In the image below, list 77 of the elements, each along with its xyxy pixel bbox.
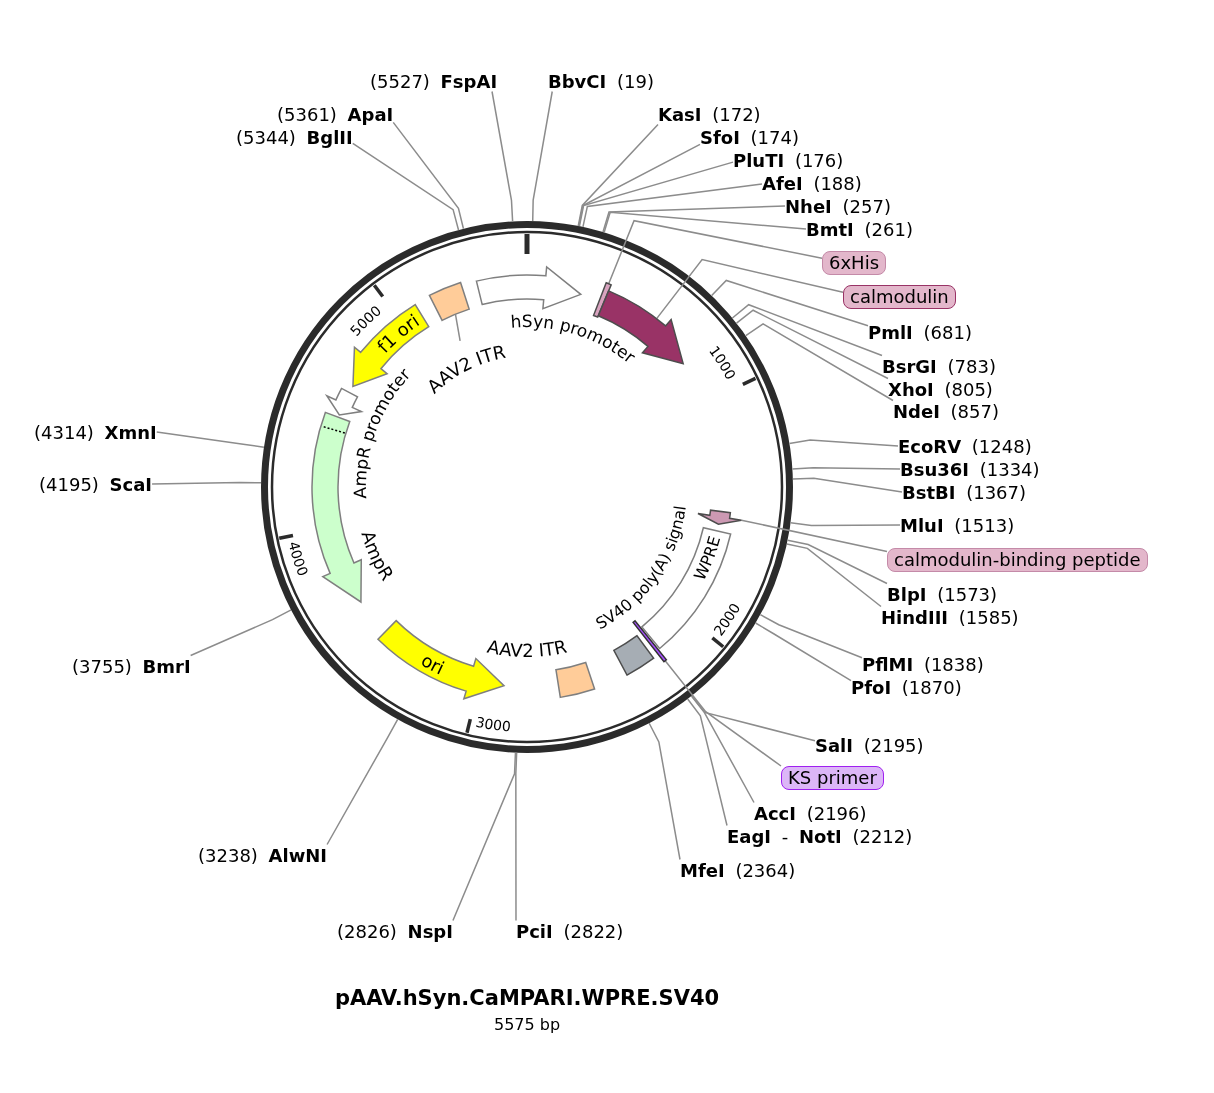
leader-line bbox=[786, 543, 882, 608]
restriction-site-label: PfoI (1870) bbox=[851, 676, 962, 698]
restriction-site-label: MfeI (2364) bbox=[680, 859, 796, 881]
leader-line bbox=[655, 258, 844, 320]
leader-line bbox=[686, 698, 728, 827]
leader-line bbox=[578, 143, 701, 227]
restriction-site-label: BstBI (1367) bbox=[902, 481, 1027, 503]
restriction-site-label: (4314) XmnI bbox=[34, 421, 157, 443]
restriction-site-label: (3238) AlwNI bbox=[198, 844, 328, 866]
leader-line bbox=[454, 313, 461, 342]
restriction-site-label: AfeI (188) bbox=[762, 172, 862, 194]
restriction-site-label: BmtI (261) bbox=[806, 218, 913, 240]
leader-line bbox=[582, 183, 763, 228]
leader-line bbox=[664, 660, 782, 767]
leader-line bbox=[151, 481, 262, 485]
leader-line bbox=[515, 752, 518, 922]
leader-line bbox=[791, 466, 901, 470]
sequence-length: 5575 bp bbox=[494, 1014, 561, 1034]
leader-line bbox=[735, 309, 889, 380]
tick-label: 3000 bbox=[474, 713, 512, 735]
leader-line bbox=[607, 219, 823, 285]
leader-line bbox=[786, 539, 888, 585]
leader-line bbox=[602, 205, 786, 233]
leader-line bbox=[156, 431, 265, 449]
leader-line bbox=[352, 142, 460, 231]
plasmid-name: pAAV.hSyn.CaMPARI.WPRE.SV40 bbox=[335, 985, 720, 1011]
leader-line bbox=[326, 718, 399, 846]
restriction-site-label: NheI (257) bbox=[785, 195, 891, 217]
leader-line bbox=[745, 322, 894, 402]
restriction-site-label: Bsu36I (1334) bbox=[900, 458, 1040, 480]
feature-name: ori bbox=[417, 649, 448, 679]
leader-line bbox=[491, 90, 514, 223]
restriction-site-label: PciI (2822) bbox=[516, 920, 624, 942]
restriction-site-label: XhoI (805) bbox=[888, 378, 993, 400]
leader-line bbox=[577, 123, 659, 227]
leader-line bbox=[189, 609, 292, 657]
leader-line bbox=[788, 439, 899, 447]
leader-line bbox=[392, 121, 465, 230]
leader-line bbox=[578, 161, 734, 227]
restriction-site-label: BlpI (1573) bbox=[887, 583, 998, 605]
leader-line bbox=[603, 211, 807, 234]
restriction-site-label: BsrGI (783) bbox=[882, 355, 996, 377]
feature-label: calmodulin-binding peptide bbox=[887, 548, 1148, 572]
restriction-site-label: (5344) BglII bbox=[236, 126, 353, 148]
restriction-site-label: PmlI (681) bbox=[868, 321, 972, 343]
restriction-site-label: NdeI (857) bbox=[893, 400, 999, 422]
leader-line bbox=[710, 279, 869, 327]
leader-line bbox=[759, 613, 863, 659]
leader-line bbox=[452, 752, 517, 922]
feature-label: KS primer bbox=[781, 766, 884, 790]
restriction-site-label: EagI - NotI (2212) bbox=[727, 825, 913, 847]
leader-line bbox=[754, 622, 852, 682]
restriction-site-label: (4195) ScaI bbox=[39, 473, 153, 495]
restriction-site-label: PflMI (1838) bbox=[862, 653, 984, 675]
leader-line bbox=[740, 519, 888, 553]
restriction-site-label: SalI (2195) bbox=[815, 734, 924, 756]
restriction-site-label: MluI (1513) bbox=[900, 514, 1015, 536]
leader-line bbox=[690, 695, 755, 804]
restriction-site-label: (3755) BmrI bbox=[72, 655, 191, 677]
restriction-site-label: BbvCI (19) bbox=[548, 70, 654, 92]
leader-line bbox=[648, 722, 681, 861]
feature-name: AAV2 ITR bbox=[485, 635, 569, 662]
restriction-site-label: EcoRV (1248) bbox=[898, 435, 1032, 457]
leader-line bbox=[789, 521, 901, 527]
feature-label: calmodulin bbox=[843, 285, 956, 309]
leader-line bbox=[531, 90, 553, 222]
restriction-site-label: SfoI (174) bbox=[700, 126, 799, 148]
restriction-site-label: (2826) NspI bbox=[337, 920, 453, 942]
restriction-site-label: PluTI (176) bbox=[733, 149, 844, 171]
restriction-site-label: KasI (172) bbox=[658, 103, 761, 125]
leader-line bbox=[792, 477, 903, 493]
restriction-site-label: AccI (2196) bbox=[754, 802, 867, 824]
feature-label: 6xHis bbox=[822, 251, 887, 275]
restriction-site-label: (5361) ApaI bbox=[277, 103, 394, 125]
restriction-site-label: (5527) FspAI bbox=[370, 70, 498, 92]
leader-line bbox=[731, 303, 883, 357]
restriction-site-label: HindIII (1585) bbox=[881, 606, 1019, 628]
